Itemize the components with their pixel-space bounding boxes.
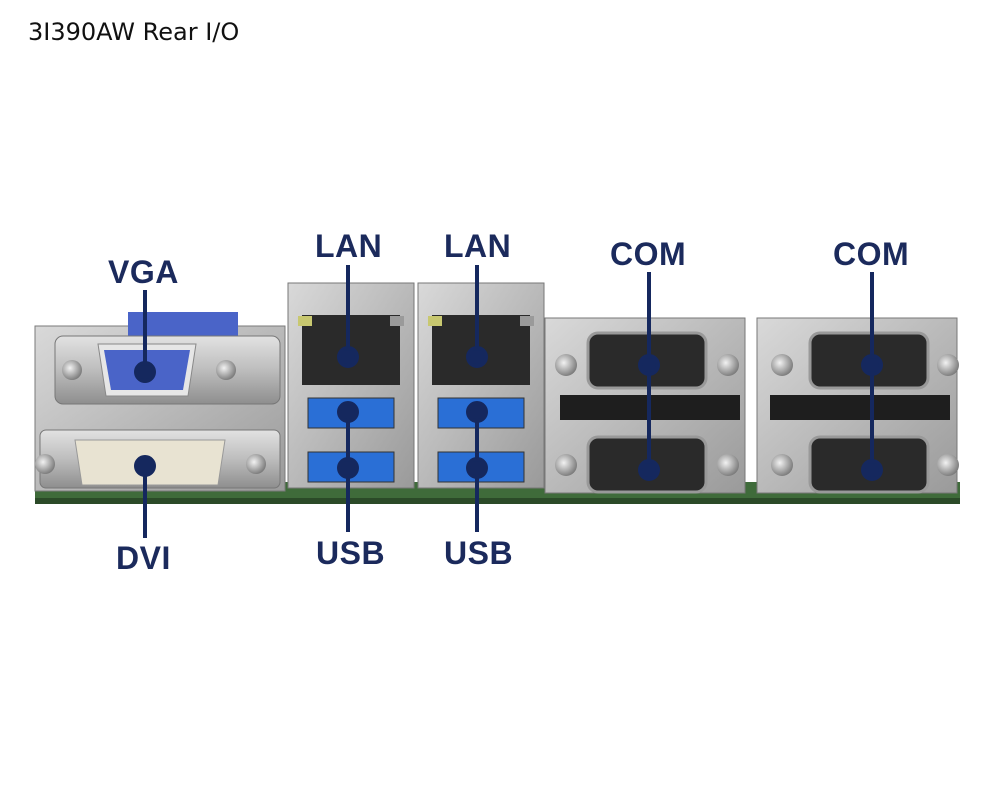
diagram-title: 3I390AW Rear I/O bbox=[28, 18, 240, 46]
lan-usb-stack-1 bbox=[287, 282, 415, 489]
com-block-2 bbox=[756, 317, 959, 494]
label-vga: VGA bbox=[108, 254, 179, 290]
label-usb-2: USB bbox=[444, 535, 514, 571]
label-com-2: COM bbox=[833, 236, 910, 272]
dvi-port bbox=[39, 429, 281, 489]
label-lan-2: LAN bbox=[444, 228, 512, 264]
label-usb-1: USB bbox=[316, 535, 386, 571]
vga-dvi-bracket bbox=[34, 312, 286, 492]
label-com-1: COM bbox=[610, 236, 687, 272]
label-lan-1: LAN bbox=[315, 228, 383, 264]
lan-usb-stack-2 bbox=[417, 282, 545, 489]
label-dvi: DVI bbox=[116, 540, 171, 576]
